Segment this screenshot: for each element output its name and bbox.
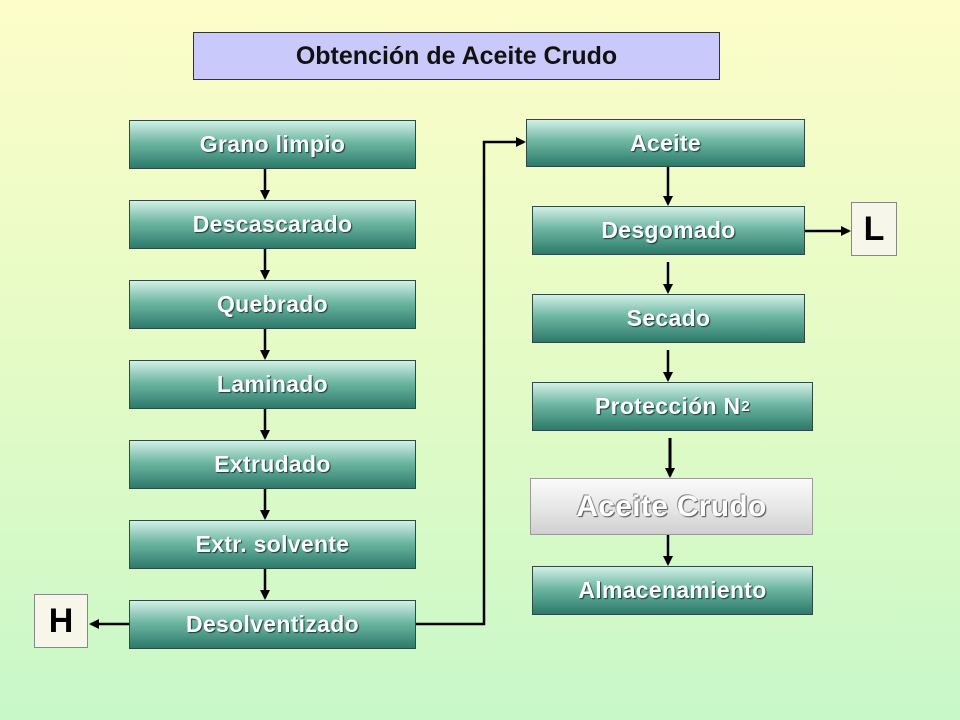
step-grano-limpio: Grano limpio [129,120,416,169]
output-l-box: L [851,202,897,256]
step-almacenamiento: Almacenamiento [532,566,813,615]
step-quebrado: Quebrado [129,280,416,329]
output-h-box: H [34,594,88,648]
step-desgomado: Desgomado [532,206,805,255]
step-extrudado: Extrudado [129,440,416,489]
step-descascarado: Descascarado [129,200,416,249]
diagram-title: Obtención de Aceite Crudo [193,32,720,80]
step-secado: Secado [532,294,805,343]
step-extr-solvente: Extr. solvente [129,520,416,569]
proteccion-label: Protección N [594,393,741,419]
step-aceite-crudo: Aceite Crudo [530,478,813,535]
arrow-desolventizado-to-aceite [416,137,526,626]
step-laminado: Laminado [129,360,416,409]
proteccion-subscript: 2 [741,398,751,415]
step-desolventizado: Desolventizado [129,600,416,649]
step-aceite: Aceite [526,119,805,167]
